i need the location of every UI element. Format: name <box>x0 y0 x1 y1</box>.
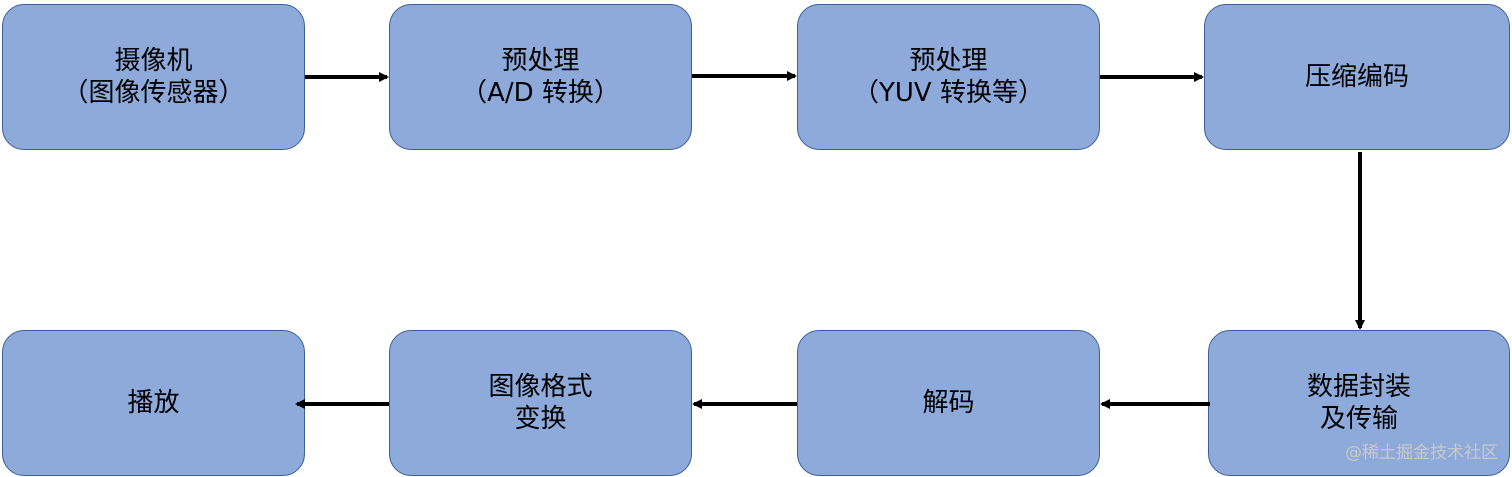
node-format-convert-title: 图像格式 <box>488 372 593 402</box>
node-compress-title: 压缩编码 <box>1304 62 1409 92</box>
node-package-subtitle: 及传输 <box>1319 404 1398 434</box>
node-camera-title: 摄像机 <box>114 46 193 76</box>
node-compress: 压缩编码 <box>1204 4 1510 150</box>
node-preprocess-yuv-title: 预处理 <box>909 46 988 76</box>
node-decode-title: 解码 <box>922 388 975 418</box>
node-play: 播放 <box>2 330 305 476</box>
node-format-convert: 图像格式 变换 <box>389 330 692 476</box>
node-preprocess-ad-subtitle: （A/D 转换） <box>461 78 620 108</box>
node-preprocess-yuv-subtitle: （YUV 转换等） <box>853 78 1044 108</box>
watermark: @稀土掘金技术社区 <box>1345 443 1498 463</box>
node-play-title: 播放 <box>127 388 180 418</box>
node-package-title: 数据封装 <box>1306 372 1411 402</box>
node-camera: 摄像机 （图像传感器） <box>2 4 305 150</box>
node-preprocess-ad: 预处理 （A/D 转换） <box>389 4 692 150</box>
node-format-convert-subtitle: 变换 <box>514 404 567 434</box>
node-package: 数据封装 及传输 <box>1208 330 1510 476</box>
node-decode: 解码 <box>797 330 1100 476</box>
node-camera-subtitle: （图像传感器） <box>62 78 245 108</box>
node-preprocess-yuv: 预处理 （YUV 转换等） <box>797 4 1100 150</box>
node-preprocess-ad-title: 预处理 <box>501 46 580 76</box>
